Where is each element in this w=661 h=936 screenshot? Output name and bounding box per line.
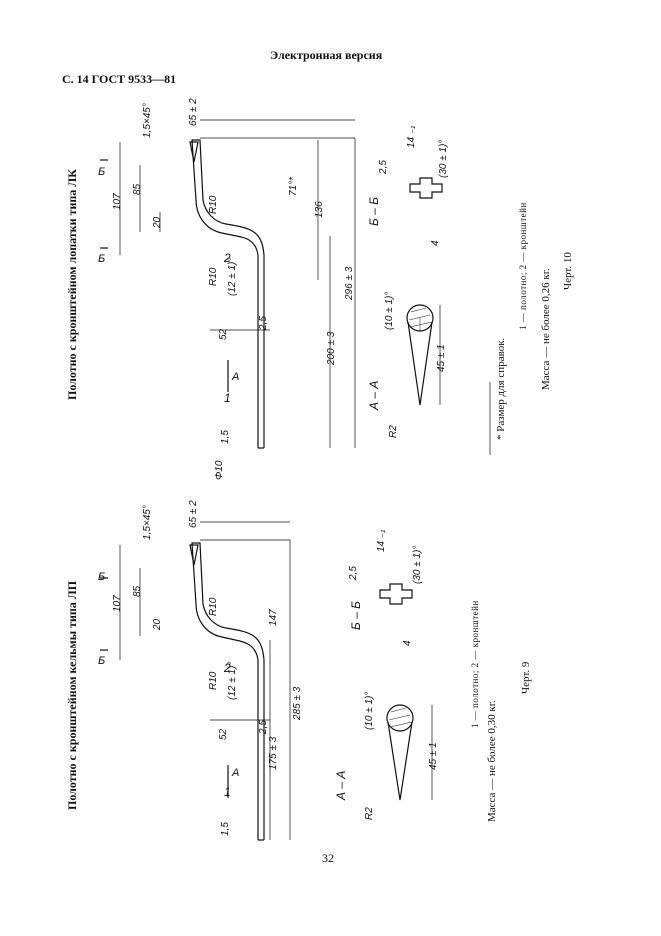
svg-text:1,5×45°: 1,5×45° [142, 103, 153, 138]
svg-text:107: 107 [112, 193, 123, 210]
svg-text:R10: R10 [208, 195, 219, 214]
svg-text:52: 52 [218, 328, 229, 340]
svg-text:(30 ± 1)°: (30 ± 1)° [438, 140, 449, 178]
svg-text:Б: Б [98, 166, 105, 178]
svg-text:20: 20 [152, 618, 163, 631]
svg-text:1,5×45°: 1,5×45° [142, 505, 153, 540]
page-number: 32 [322, 851, 334, 865]
svg-text:71°*: 71°* [288, 176, 299, 196]
svg-text:107: 107 [112, 595, 123, 612]
svg-text:1,5: 1,5 [220, 822, 231, 836]
svg-text:52: 52 [218, 728, 229, 740]
svg-text:(10 ± 1)°: (10 ± 1)° [364, 692, 375, 730]
svg-text:1: 1 [224, 391, 231, 405]
svg-text:147: 147 [268, 609, 279, 626]
svg-text:R10: R10 [208, 597, 219, 616]
svg-text:R2: R2 [388, 425, 399, 438]
svg-text:4: 4 [430, 240, 441, 246]
svg-text:14 ₋₁: 14 ₋₁ [376, 530, 387, 552]
svg-text:(30 ± 1)°: (30 ± 1)° [412, 546, 423, 584]
svg-text:1: 1 [224, 785, 231, 799]
svg-text:20: 20 [152, 216, 163, 229]
svg-text:14 ₋₁: 14 ₋₁ [406, 126, 417, 148]
svg-text:65 ± 2: 65 ± 2 [188, 500, 199, 528]
svg-text:Б: Б [98, 253, 105, 265]
svg-text:Б: Б [98, 655, 105, 667]
svg-text:(12 ± 1)°: (12 ± 1)° [227, 258, 238, 296]
svg-text:2: 2 [223, 251, 231, 265]
svg-text:А: А [231, 767, 239, 779]
svg-text:2,5: 2,5 [258, 316, 269, 331]
svg-text:2,5: 2,5 [378, 160, 389, 175]
svg-text:1,5: 1,5 [220, 430, 231, 444]
svg-text:Б – Б: Б – Б [367, 197, 381, 226]
page-reference: С. 14 ГОСТ 9533—81 [62, 72, 177, 86]
svg-text:2,5: 2,5 [348, 566, 359, 581]
svg-text:А – А: А – А [367, 381, 381, 411]
svg-text:175 ± 3: 175 ± 3 [268, 736, 279, 770]
svg-text:R10: R10 [208, 671, 219, 690]
svg-text:285 ± 3: 285 ± 3 [292, 686, 303, 721]
svg-text:2,5: 2,5 [258, 720, 269, 735]
svg-text:(10 ± 1)°: (10 ± 1)° [384, 292, 395, 330]
top-dim-65: 65 ± 2 [188, 98, 199, 126]
svg-text:2: 2 [223, 661, 231, 675]
svg-text:85: 85 [132, 585, 143, 597]
svg-text:85: 85 [132, 183, 143, 195]
svg-text:R2: R2 [364, 807, 375, 820]
svg-text:Б: Б [98, 571, 105, 583]
svg-text:А: А [231, 371, 239, 383]
svg-text:Φ10: Φ10 [214, 460, 225, 480]
svg-text:296 ± 3: 296 ± 3 [344, 266, 355, 301]
svg-text:(12 ± 1)°: (12 ± 1)° [227, 662, 238, 700]
svg-text:А – А: А – А [334, 771, 348, 801]
electronic-version-label: Электронная версия [270, 48, 383, 62]
svg-text:4: 4 [402, 640, 413, 646]
svg-text:45 ± 1: 45 ± 1 [436, 344, 447, 372]
svg-text:200 ± 3: 200 ± 3 [326, 331, 337, 366]
svg-text:136: 136 [314, 201, 325, 218]
svg-text:45 ± 1: 45 ± 1 [428, 742, 439, 770]
svg-text:Б – Б: Б – Б [349, 601, 363, 630]
svg-text:R10: R10 [208, 267, 219, 286]
